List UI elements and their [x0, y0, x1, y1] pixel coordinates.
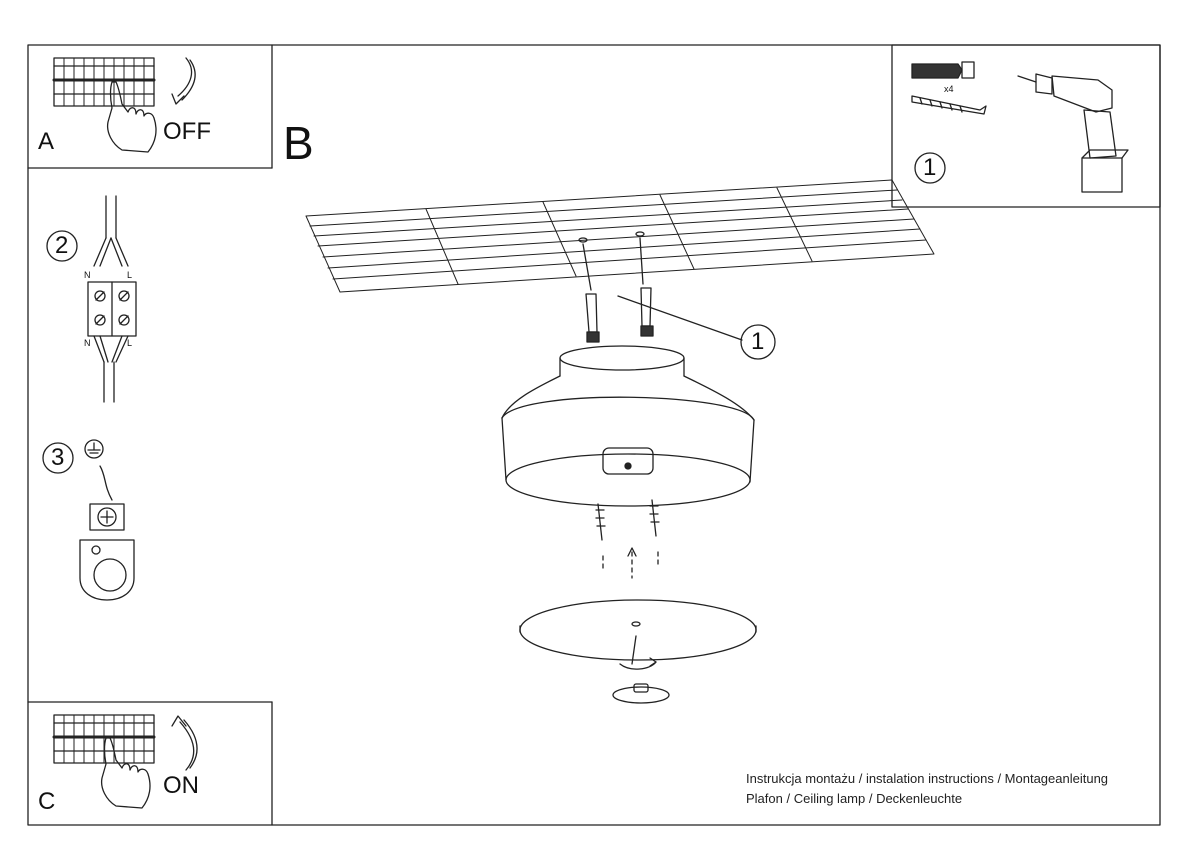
screw-icon: [911, 95, 987, 115]
terminal-n-bottom: N: [84, 338, 91, 348]
switch-arrow-icon: [171, 57, 196, 105]
step-1-circle: [914, 152, 946, 184]
callout-circle: [740, 324, 776, 360]
terminal-l-bottom: L: [127, 338, 133, 348]
off-label: OFF: [163, 118, 211, 145]
hand-icon: [100, 737, 151, 809]
callout-leader: [617, 295, 743, 341]
diffuser-disc-icon: [519, 599, 757, 670]
hand-icon: [106, 81, 157, 153]
footer-line-2: Plafon / Ceiling lamp / Deckenleuchte: [746, 791, 963, 806]
footer-line-1: Instrukcja montażu / instalation instruc…: [746, 771, 1109, 786]
breaker-panel-icon: [52, 57, 156, 107]
panel-a-letter: A: [38, 128, 55, 155]
ceiling-grid-icon: [305, 179, 935, 293]
switch-arrow-icon: [171, 715, 198, 771]
on-label: ON: [163, 772, 199, 799]
outer-frame: [27, 44, 1161, 826]
drill-icon: [1017, 73, 1129, 193]
terminal-l-top: L: [127, 270, 133, 280]
earth-symbol-icon: [84, 439, 104, 459]
step-3-circle: [42, 442, 74, 474]
breaker-panel-icon: [52, 714, 156, 764]
mounting-screws: [578, 231, 654, 343]
step-3-number: 3: [51, 444, 65, 471]
panel-c-letter: C: [38, 788, 56, 815]
wall-plug-icon: [911, 61, 975, 79]
callout-number: 1: [751, 328, 765, 355]
shade-screws: [595, 499, 660, 579]
cap-icon: [612, 683, 670, 704]
terminal-block-icon: [87, 195, 137, 403]
earth-terminal-icon: [79, 465, 135, 601]
lamp-shade-icon: [501, 345, 755, 507]
panel-b-letter: B: [283, 117, 314, 169]
step-2-circle: [46, 230, 78, 262]
terminal-n-top: N: [84, 270, 91, 280]
step-2-number: 2: [55, 232, 69, 259]
plug-count: x4: [944, 84, 954, 94]
tools-box: [891, 44, 1161, 208]
step-1-number: 1: [923, 154, 937, 181]
